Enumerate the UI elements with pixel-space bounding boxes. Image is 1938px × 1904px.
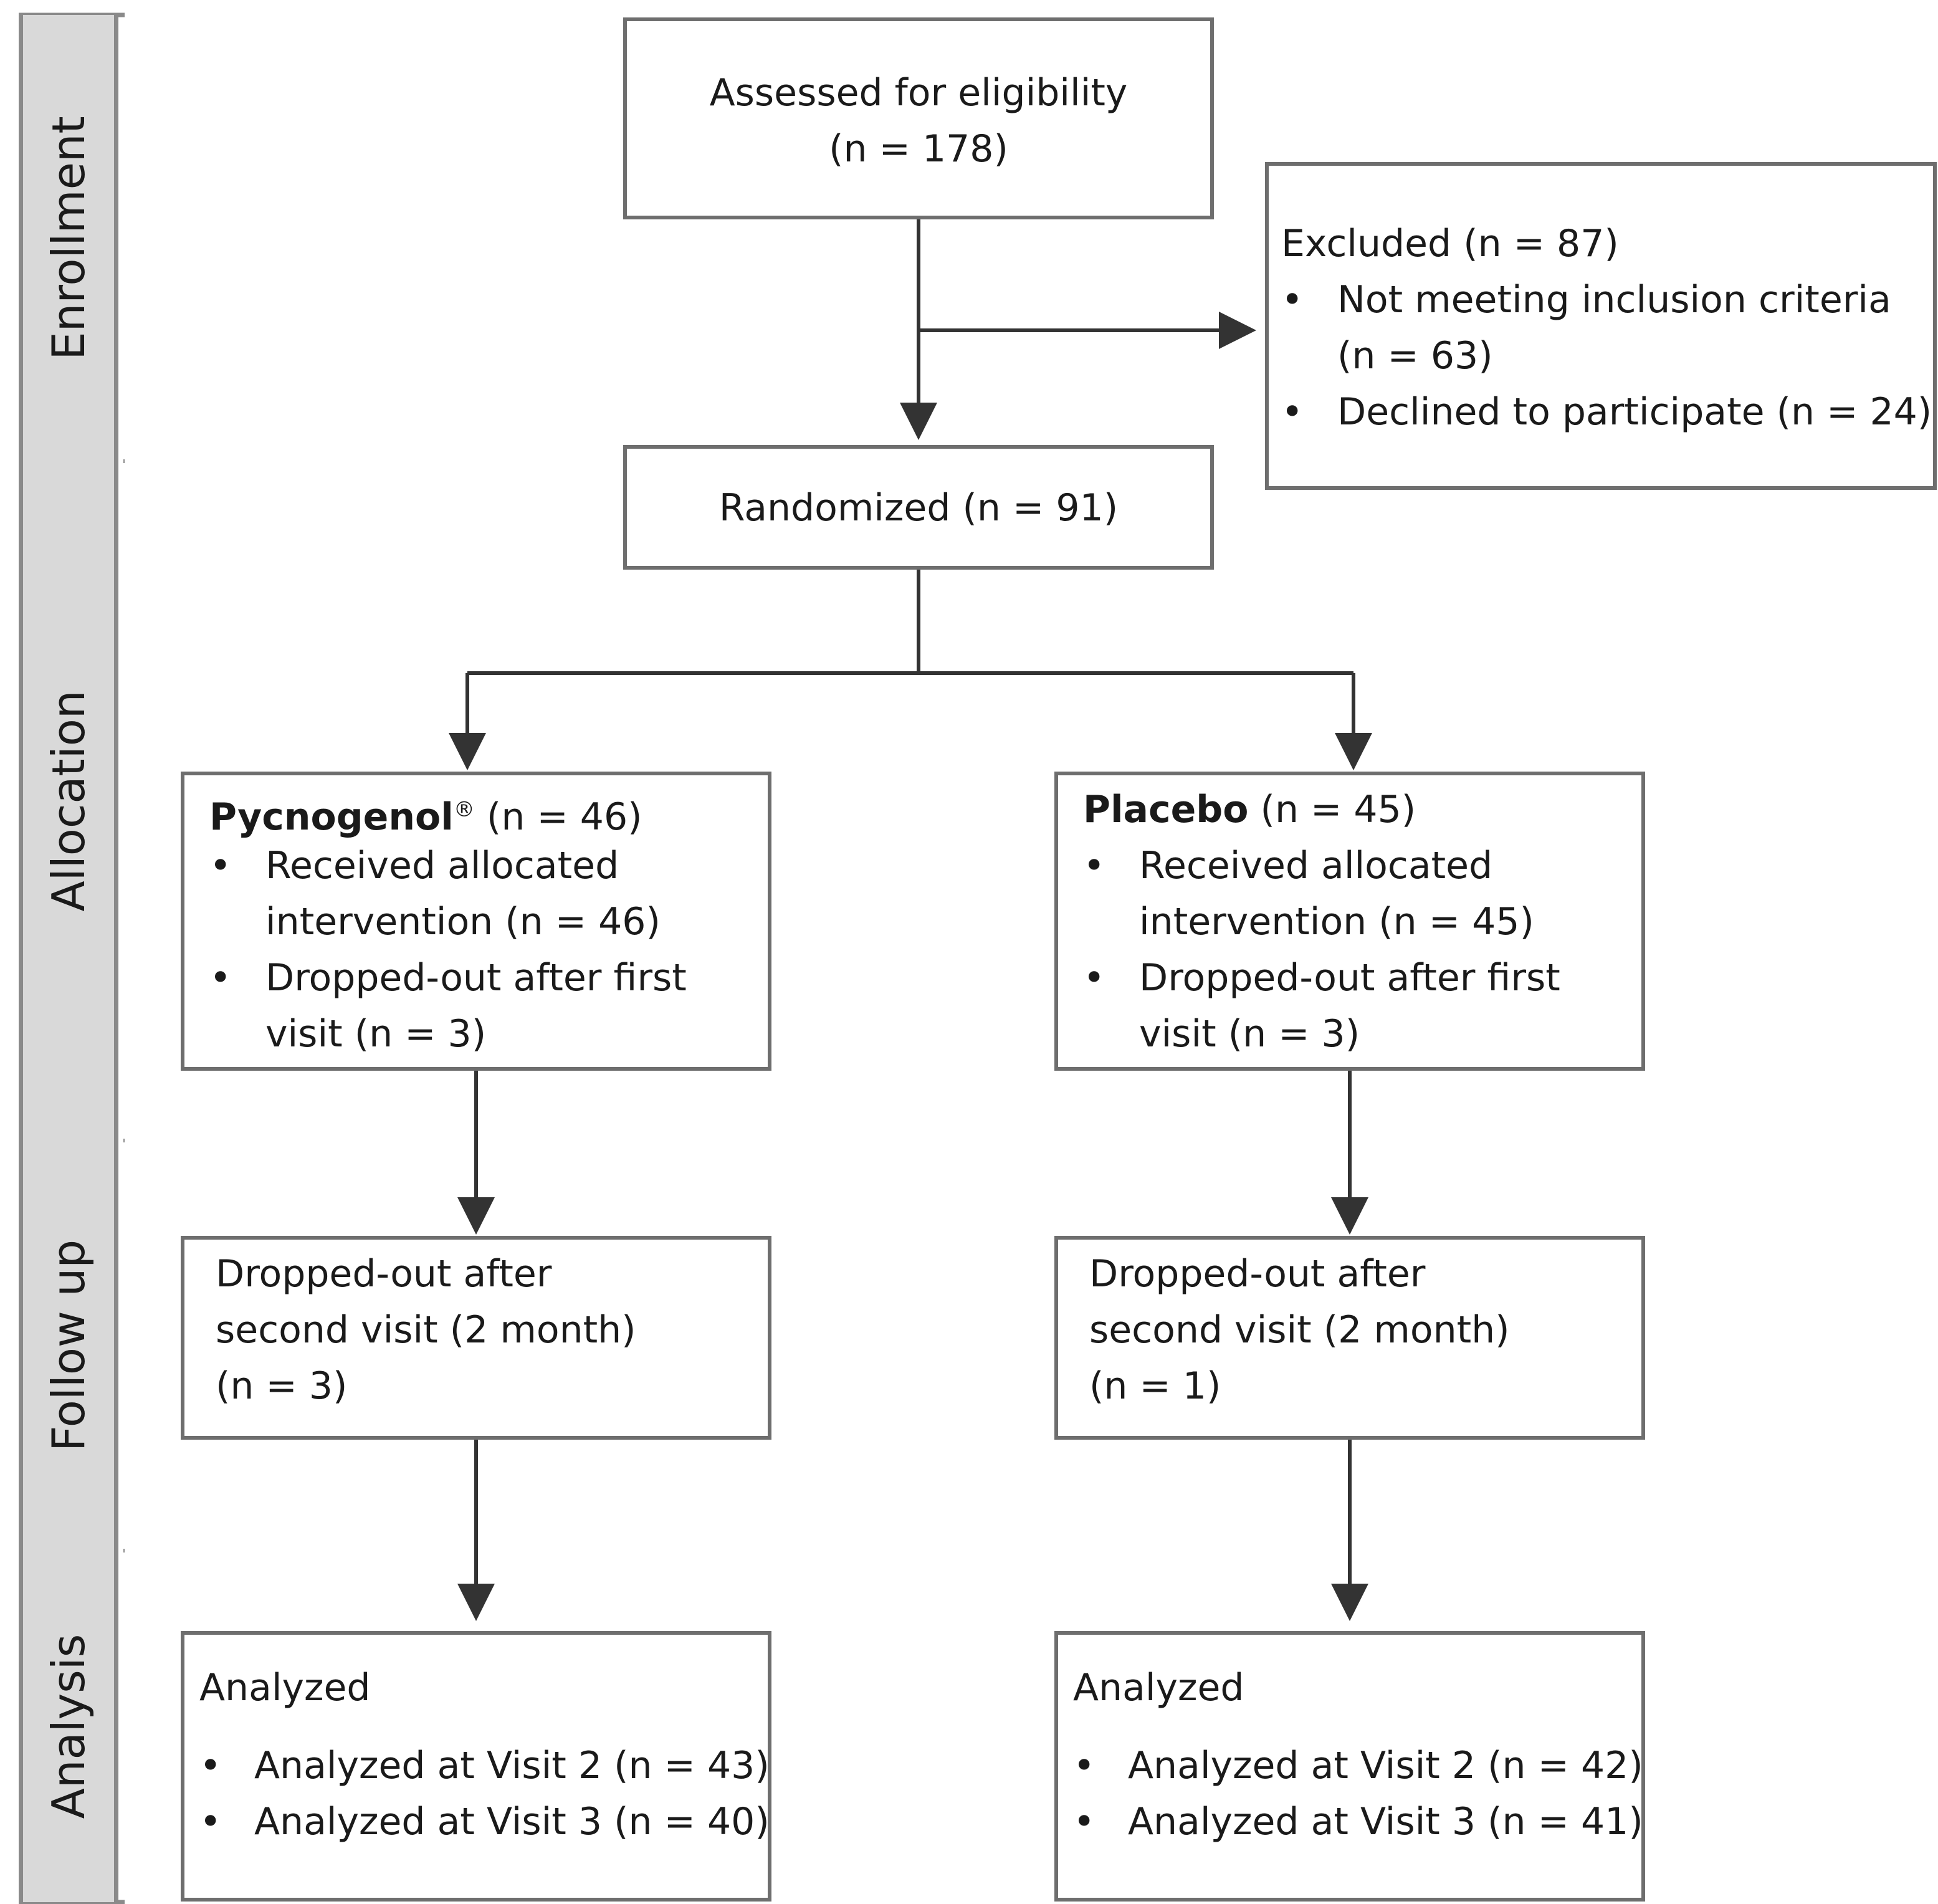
excluded-item-1-line-2: (n = 63) — [1337, 334, 1493, 378]
pycnogenol-analysis-title: Analyzed — [199, 1666, 371, 1710]
placebo-bullet-1: • — [1083, 844, 1105, 887]
stage-follow-up: Follow up — [19, 1141, 118, 1551]
excluded-bullet-1: • — [1281, 278, 1304, 322]
pycnogenol-followup-box: Dropped-out after second visit (2 month)… — [181, 1236, 771, 1440]
assessed-line-2: (n = 178) — [829, 127, 1008, 171]
pycnogenol-item-1-line-2: intervention (n = 46) — [265, 900, 661, 944]
pycnogenol-name: Pycnogenol — [209, 795, 454, 839]
placebo-allocation-box: Placebo (n = 45) • Received allocated in… — [1054, 772, 1645, 1071]
randomized-box: Randomized (n = 91) — [623, 445, 1214, 570]
placebo-followup-box: Dropped-out after second visit (2 month)… — [1054, 1236, 1645, 1440]
excluded-box: Excluded (n = 87) • Not meeting inclusio… — [1265, 162, 1937, 490]
registered-mark: ® — [453, 797, 475, 822]
placebo-count: (n = 45) — [1248, 788, 1416, 831]
assessed-box: Assessed for eligibility (n = 178) — [623, 17, 1214, 219]
stage-follow-up-label: Follow up — [42, 1239, 95, 1452]
placebo-item-2-line-1: Dropped-out after first — [1139, 956, 1560, 1000]
excluded-item-1-line-1: Not meeting inclusion criteria — [1337, 278, 1891, 322]
randomized-label: Randomized (n = 91) — [718, 486, 1119, 530]
assessed-line-1: Assessed for eligibility — [709, 71, 1128, 115]
pycnogenol-count: (n = 46) — [474, 795, 642, 839]
stage-enrollment-label: Enrollment — [42, 116, 95, 360]
pycnogenol-followup-line-3: (n = 3) — [216, 1364, 348, 1408]
placebo-analysis-title: Analyzed — [1073, 1666, 1244, 1710]
pycnogenol-heading: Pycnogenol® (n = 46) — [209, 782, 642, 845]
pycnogenol-followup-line-2: second visit (2 month) — [216, 1308, 636, 1352]
placebo-analysis-bullet-2: • — [1073, 1800, 1095, 1844]
pycnogenol-item-2-line-2: visit (n = 3) — [265, 1012, 487, 1056]
pycnogenol-bullet-2: • — [209, 956, 232, 1000]
placebo-heading: Placebo (n = 45) — [1083, 782, 1416, 838]
placebo-followup-line-1: Dropped-out after — [1089, 1252, 1426, 1296]
placebo-followup-line-3: (n = 1) — [1089, 1364, 1221, 1408]
pycnogenol-analysis-bullet-1: • — [199, 1744, 222, 1787]
placebo-item-1-line-1: Received allocated — [1139, 844, 1493, 887]
stage-analysis: Analysis — [19, 1551, 118, 1902]
placebo-analysis-box: Analyzed • Analyzed at Visit 2 (n = 42) … — [1054, 1631, 1645, 1902]
stage-allocation: Allocation — [19, 461, 118, 1141]
placebo-analysis-item-2: Analyzed at Visit 3 (n = 41) — [1128, 1800, 1643, 1844]
excluded-title: Excluded (n = 87) — [1281, 222, 1619, 266]
stage-analysis-label: Analysis — [42, 1634, 95, 1819]
placebo-item-2-line-2: visit (n = 3) — [1139, 1012, 1360, 1056]
pycnogenol-analysis-bullet-2: • — [199, 1800, 222, 1844]
stage-enrollment: Enrollment — [19, 15, 118, 461]
pycnogenol-followup-line-1: Dropped-out after — [216, 1252, 552, 1296]
stage-allocation-label: Allocation — [42, 690, 95, 912]
pycnogenol-analysis-item-2: Analyzed at Visit 3 (n = 40) — [254, 1800, 770, 1844]
pycnogenol-bullet-1: • — [209, 844, 232, 887]
pycnogenol-allocation-box: Pycnogenol® (n = 46) • Received allocate… — [181, 772, 771, 1071]
split-line — [467, 570, 1353, 675]
pycnogenol-analysis-item-1: Analyzed at Visit 2 (n = 43) — [254, 1744, 770, 1787]
excluded-item-2: Declined to participate (n = 24) — [1337, 390, 1932, 434]
placebo-name: Placebo — [1083, 788, 1249, 831]
pycnogenol-analysis-box: Analyzed • Analyzed at Visit 2 (n = 43) … — [181, 1631, 771, 1902]
placebo-followup-line-2: second visit (2 month) — [1089, 1308, 1510, 1352]
placebo-item-1-line-2: intervention (n = 45) — [1139, 900, 1534, 944]
pycnogenol-item-2-line-1: Dropped-out after first — [265, 956, 687, 1000]
placebo-analysis-bullet-1: • — [1073, 1744, 1095, 1787]
excluded-bullet-2: • — [1281, 390, 1304, 434]
pycnogenol-item-1-line-1: Received allocated — [265, 844, 619, 887]
placebo-bullet-2: • — [1083, 956, 1105, 1000]
placebo-analysis-item-1: Analyzed at Visit 2 (n = 42) — [1128, 1744, 1643, 1787]
